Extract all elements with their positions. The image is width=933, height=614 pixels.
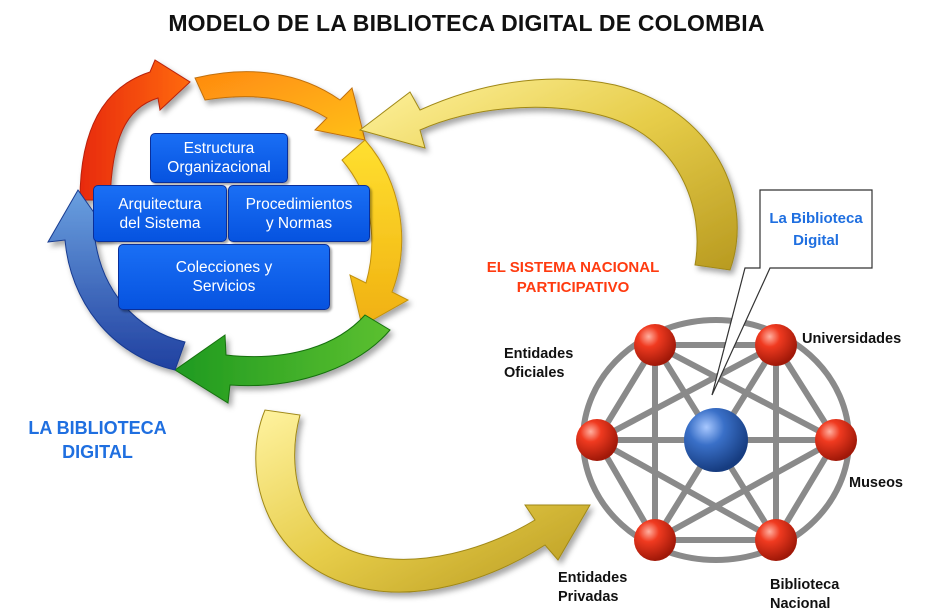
node-center-biblioteca-digital [684,408,748,472]
node-left [576,419,618,461]
cycle-arrow-red [79,59,191,201]
box-procedimientos-y-normas: Procedimientos y Normas [228,185,370,242]
label-entidades-oficiales: Entidades Oficiales [504,346,574,381]
label-museos: Museos [849,475,903,491]
cycle-arrows [47,59,410,404]
box-estructura-organizacional: Estructura Organizacional [150,133,288,183]
label-biblioteca-nacional: Biblioteca Nacional [770,577,840,612]
page-title: MODELO DE LA BIBLIOTECA DIGITAL DE COLOM… [168,10,765,36]
box-colecciones-y-servicios: Colecciones y Servicios [118,244,330,310]
cycle-arrow-orange [194,71,366,141]
node-entidades-privadas [634,519,676,561]
label-sistema-nacional-participativo: EL SISTEMA NACIONAL PARTICIPATIVO [486,259,660,296]
node-entidades-oficiales [634,324,676,366]
callout-text: La Biblioteca Digital [769,210,863,249]
gold-arrow-top [358,78,738,271]
label-la-biblioteca-digital: LA BIBLIOTECA DIGITAL [28,418,167,462]
callout-bubble [711,189,873,396]
label-universidades: Universidades [802,331,902,347]
label-entidades-privadas: Entidades Privadas [558,570,628,605]
cycle-arrow-blue [47,189,186,371]
cycle-arrow-green [174,314,391,404]
gold-arrows [255,78,738,593]
box-arquitectura-del-sistema: Arquitectura del Sistema [93,185,227,242]
network-graph [576,317,857,563]
node-museos [815,419,857,461]
node-biblioteca-nacional [755,519,797,561]
node-universidades [755,324,797,366]
gold-arrow-bottom [255,409,591,593]
